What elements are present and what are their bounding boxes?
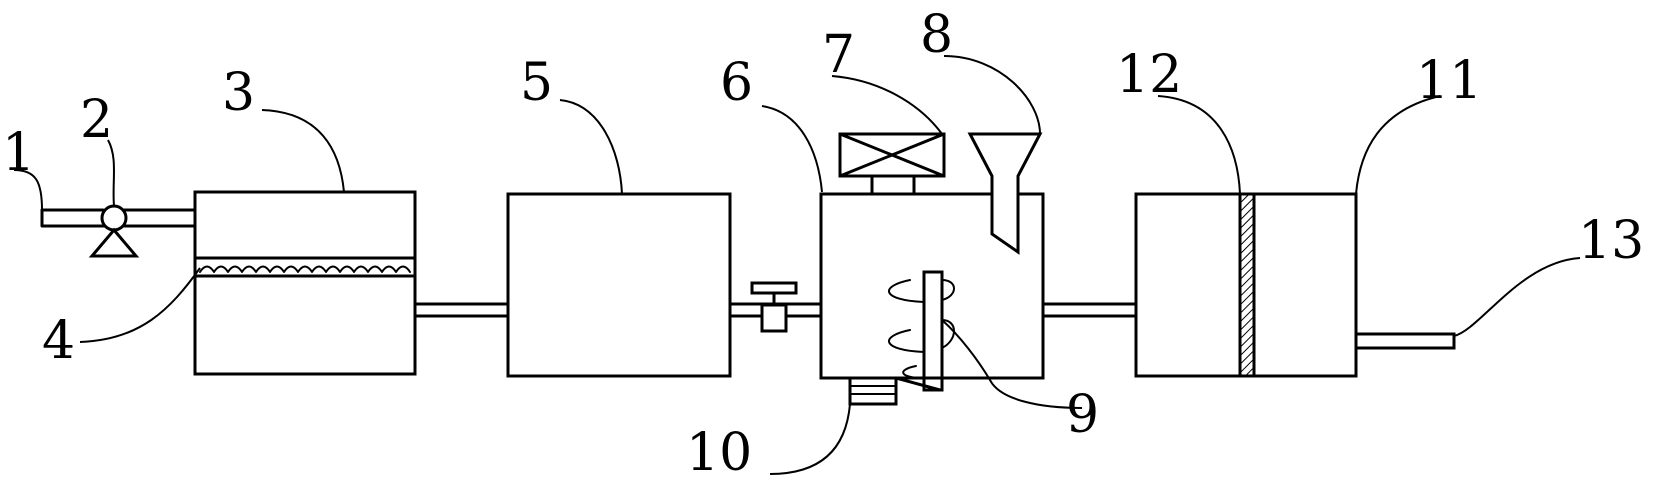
valve bbox=[750, 281, 798, 333]
tank-5 bbox=[506, 192, 732, 378]
label-10: 10 bbox=[686, 423, 752, 478]
label-11: 11 bbox=[1416, 51, 1482, 111]
label-5: 5 bbox=[520, 53, 553, 113]
outlet-13 bbox=[1354, 332, 1456, 350]
label-4: 4 bbox=[42, 311, 75, 371]
filter-layer-4 bbox=[199, 265, 411, 273]
motor-7 bbox=[838, 132, 946, 196]
pipe-3-5 bbox=[413, 302, 510, 318]
inlet-pipe bbox=[40, 208, 197, 228]
label-3: 3 bbox=[222, 63, 255, 123]
leader-lines bbox=[13, 55, 1581, 475]
pipe-6-11 bbox=[1041, 302, 1138, 318]
discharge-10 bbox=[848, 376, 942, 406]
label-2: 2 bbox=[80, 90, 113, 150]
label-12: 12 bbox=[1116, 45, 1182, 105]
number-labels: 1 2 3 4 5 6 7 8 9 10 11 12 13 bbox=[2, 5, 1644, 478]
label-8: 8 bbox=[920, 5, 953, 65]
label-13: 13 bbox=[1578, 211, 1644, 271]
pump bbox=[88, 204, 140, 258]
label-1: 1 bbox=[2, 123, 35, 183]
agitator-9 bbox=[888, 270, 955, 392]
label-6: 6 bbox=[720, 53, 753, 113]
partition-12 bbox=[1238, 192, 1256, 378]
label-9: 9 bbox=[1066, 385, 1099, 445]
tank-3 bbox=[193, 190, 417, 376]
label-7: 7 bbox=[822, 25, 855, 85]
